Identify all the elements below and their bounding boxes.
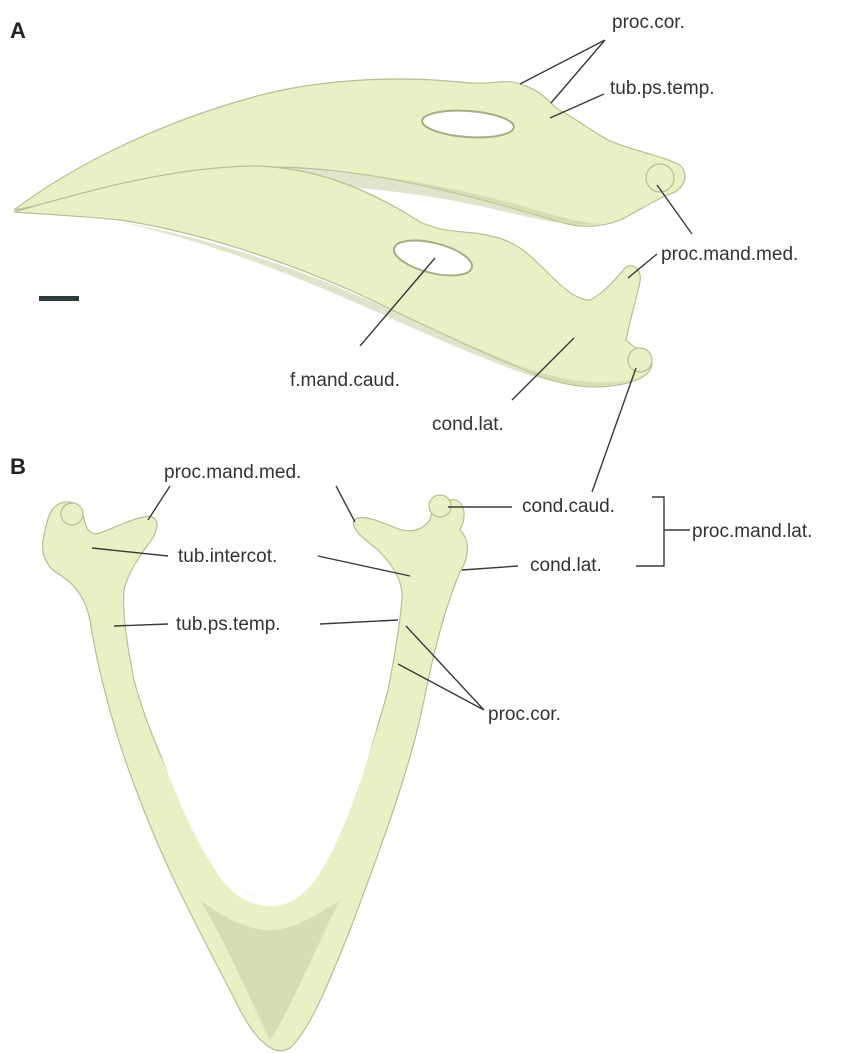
condyle-upper-a bbox=[646, 164, 674, 192]
panel-b-letter: B bbox=[10, 454, 26, 479]
label-tub-ps-temp-b: tub.ps.temp. bbox=[176, 614, 281, 635]
scale-bar bbox=[39, 296, 79, 301]
label-f-mand-caud: f.mand.caud. bbox=[290, 370, 400, 391]
leader-proc-mand-med-b bbox=[148, 486, 355, 522]
label-cond-lat-b: cond.lat. bbox=[530, 555, 602, 576]
label-proc-cor-b: proc.cor. bbox=[488, 704, 561, 725]
leader-tub-ps-temp-a bbox=[550, 94, 604, 118]
leader-cond-lat-b bbox=[462, 566, 518, 570]
condyle-caudal-a bbox=[628, 348, 652, 372]
label-proc-mand-med-b: proc.mand.med. bbox=[164, 462, 301, 483]
label-proc-mand-med-a: proc.mand.med. bbox=[661, 244, 798, 265]
label-cond-caud-b: cond.caud. bbox=[522, 496, 615, 517]
condyle-caudal-b bbox=[429, 495, 451, 517]
label-proc-mand-lat: proc.mand.lat. bbox=[692, 521, 812, 542]
label-proc-cor-a: proc.cor. bbox=[612, 12, 685, 33]
condyle-left-b bbox=[61, 503, 83, 525]
panel-a-letter: A bbox=[10, 18, 26, 43]
bracket-proc-mand-lat bbox=[636, 497, 690, 566]
label-tub-ps-temp-a: tub.ps.temp. bbox=[610, 78, 715, 99]
label-cond-lat-a: cond.lat. bbox=[432, 414, 504, 435]
label-tub-intercot: tub.intercot. bbox=[178, 546, 277, 567]
